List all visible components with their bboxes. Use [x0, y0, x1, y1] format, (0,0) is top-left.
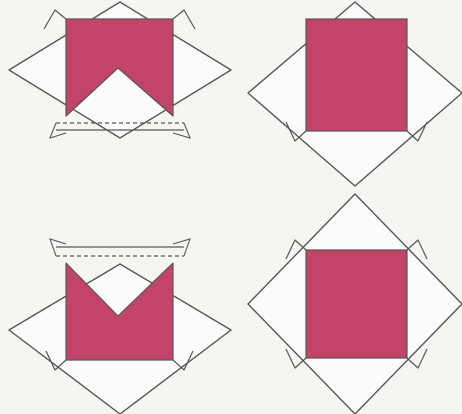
pink-square — [306, 250, 407, 358]
pink-square — [306, 19, 407, 131]
